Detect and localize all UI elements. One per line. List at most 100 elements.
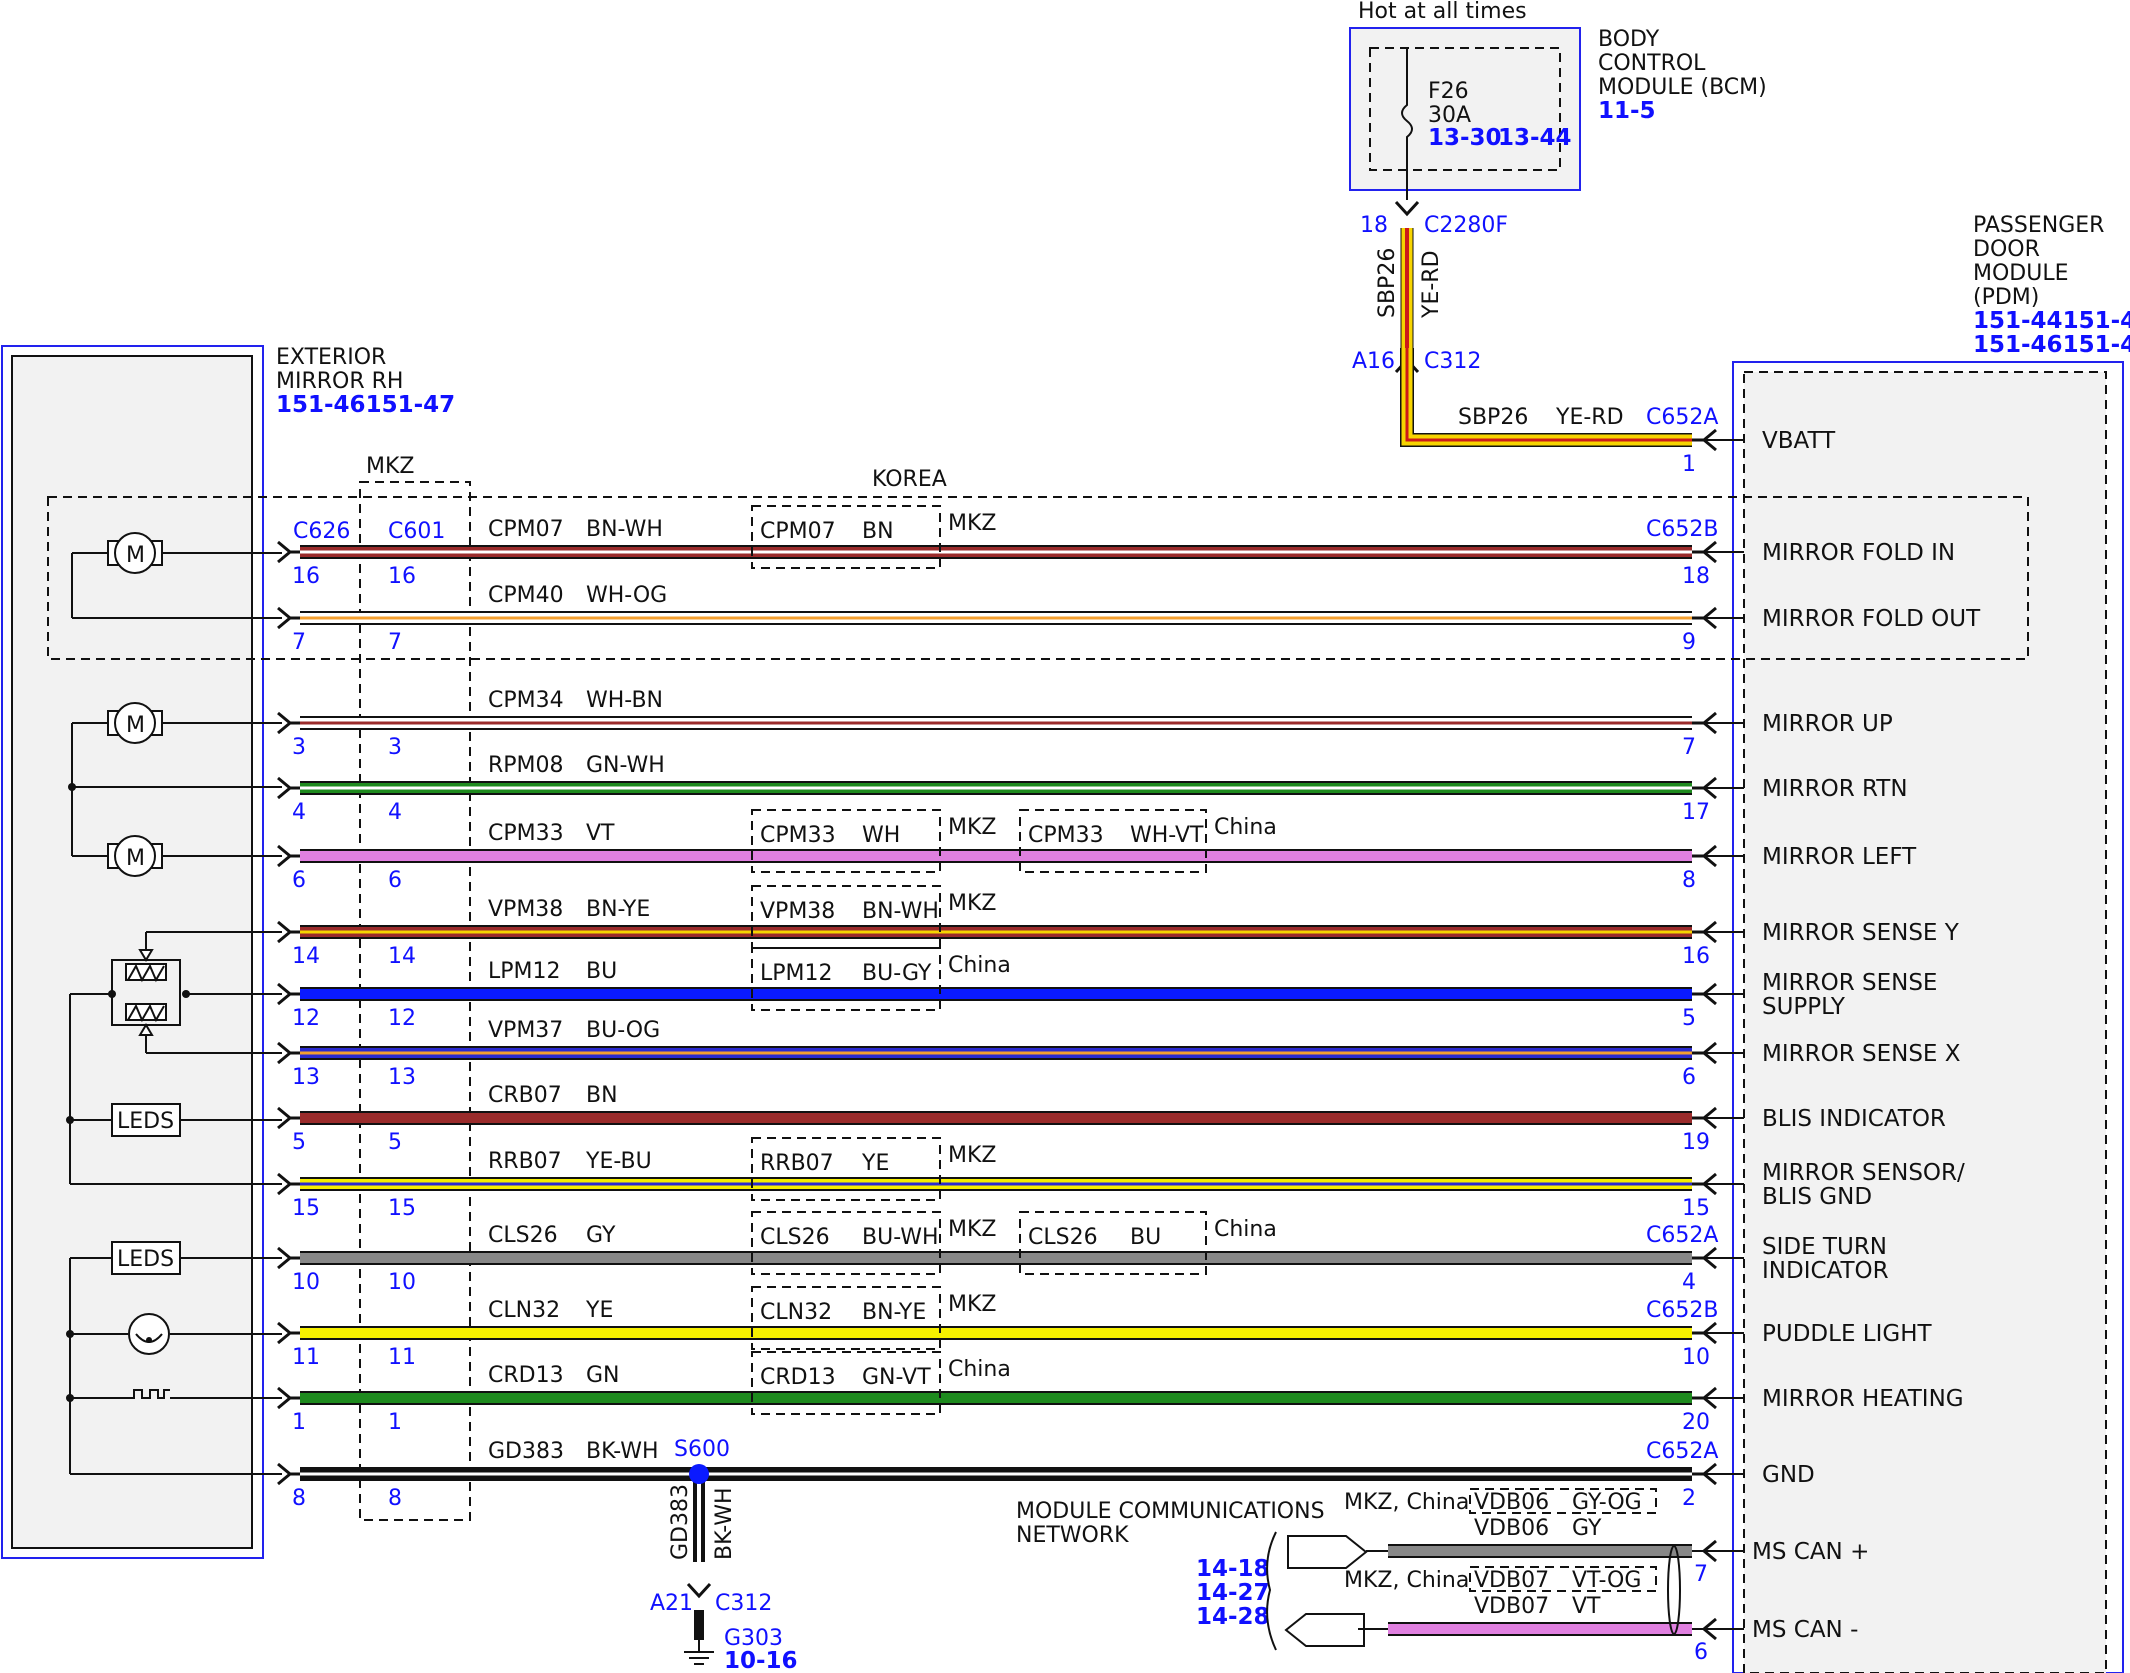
bcm-feed-color: YE-RD	[1419, 250, 1444, 319]
c2280f-connector	[1394, 200, 1420, 217]
wire-crb07-pin-left: 5	[292, 1130, 306, 1155]
wire-cpm34-color: WH-BN	[586, 688, 663, 713]
korea-zone	[47, 496, 2029, 660]
fuse-ref-2[interactable]: 13-44	[1498, 125, 1572, 151]
mirror-title-2: MIRROR RH	[276, 369, 403, 394]
wire-sbp26-color: YE-RD	[1555, 405, 1624, 430]
can-ref-3[interactable]: 14-28	[1196, 1604, 1270, 1630]
turn-leds: LEDS	[111, 1241, 181, 1275]
wire-cln32-pin-right: 10	[1682, 1345, 1710, 1370]
blis-leds-label: LEDS	[117, 1109, 174, 1134]
variant-box-vpm38-mkz	[751, 885, 941, 949]
wire-sbp26-pin-right: 1	[1682, 452, 1696, 477]
can-alt-color-vdb07: VT-OG	[1572, 1568, 1641, 1593]
bcm-ref[interactable]: 11-5	[1598, 98, 1656, 124]
wire-cls26-body[interactable]	[300, 1253, 1692, 1263]
can-signal-ms-can: MS CAN -	[1752, 1617, 1858, 1643]
wire-cpm40-color: WH-OG	[586, 583, 667, 608]
turn-leds-label: LEDS	[117, 1247, 174, 1272]
wire-vpm38-stripe	[300, 930, 1692, 934]
mirror-ref[interactable]: 151-46151-47	[276, 392, 455, 418]
left-motor: M	[107, 835, 163, 877]
wire-cpm33-body[interactable]	[300, 851, 1692, 861]
bcm-box	[1349, 27, 1581, 191]
wire-crd13-pin-right: 20	[1682, 1410, 1710, 1435]
variant-box-cpm07-mkz	[751, 505, 941, 569]
wire-cpm07-connector-right: C652B	[1646, 517, 1718, 542]
wire-vpm38-pin-mid: 14	[388, 944, 416, 969]
variant-cpm07-mkz-circuit: CPM07	[760, 519, 836, 544]
can-ref-1[interactable]: 14-18	[1196, 1556, 1270, 1582]
wire-crd13-pin-left: 1	[292, 1410, 306, 1435]
pdm-outline	[1732, 361, 2124, 1673]
korea-header: KOREA	[872, 467, 947, 492]
can-wire-vdb07[interactable]	[1388, 1624, 1692, 1634]
signal-mirror-sense-line-1: MIRROR SENSE	[1762, 970, 1937, 996]
signal-mirror-sensor-line-1: MIRROR SENSOR/	[1762, 1160, 1965, 1186]
fuse-ref-1[interactable]: 13-30	[1428, 125, 1502, 151]
can-wire-vdb06[interactable]	[1388, 1546, 1692, 1556]
wire-cpm34-pin-right: 7	[1682, 735, 1696, 760]
wire-gd383-stripe	[300, 1472, 1692, 1476]
variant-cls26-mkz-circuit: CLS26	[760, 1225, 830, 1250]
sbp26-vertical-stripe	[1405, 228, 1409, 348]
blis-leds: LEDS	[111, 1103, 181, 1137]
up-motor: M	[107, 702, 163, 744]
signal-mirror-sense-x: MIRROR SENSE X	[1762, 1041, 1961, 1067]
wire-vpm38-pin-left: 14	[292, 944, 320, 969]
wire-cln32-body[interactable]	[300, 1328, 1692, 1338]
variant-vpm38-mkz-circuit: VPM38	[760, 899, 835, 924]
wire-lpm12-body[interactable]	[300, 989, 1692, 999]
wire-cpm40-pin-mid: 7	[388, 630, 402, 655]
variant-cpm33-mkz-color: WH	[862, 823, 900, 848]
wire-crd13-body[interactable]	[300, 1393, 1692, 1403]
bcm-feed-connector-top: C2280F	[1424, 213, 1508, 238]
wire-lpm12-pin-mid: 12	[388, 1006, 416, 1031]
can-alt-circuit-vdb06: VDB06	[1474, 1490, 1549, 1515]
wire-cpm34-circuit: CPM34	[488, 688, 564, 713]
wire-cpm07-pin-mid: 16	[388, 564, 416, 589]
wire-cpm40-pin-right: 9	[1682, 630, 1696, 655]
can-minus-connector[interactable]	[1284, 1613, 1365, 1647]
ground-ref[interactable]: 10-16	[724, 1648, 798, 1673]
wire-cls26-color: GY	[586, 1223, 616, 1248]
wire-crd13-circuit: CRD13	[488, 1363, 564, 1388]
wire-gd383-connector-right: C652A	[1646, 1439, 1718, 1464]
variant-box-rrb07-mkz	[751, 1137, 941, 1201]
wire-crb07-body[interactable]	[300, 1113, 1692, 1123]
pdm-ref-1[interactable]: 151-44151-45	[1973, 308, 2130, 334]
s600-splice[interactable]	[689, 1464, 709, 1484]
can-alt-circuit-vdb07: VDB07	[1474, 1568, 1549, 1593]
wire-vpm38-circuit: VPM38	[488, 897, 563, 922]
fuse-box	[1369, 47, 1561, 171]
wire-cpm33-pin-mid: 6	[388, 868, 402, 893]
variant-crd13-china-market: China	[948, 1357, 1011, 1382]
can-circuit-vdb07: VDB07	[1474, 1594, 1549, 1619]
can-plus-connector[interactable]	[1287, 1535, 1368, 1569]
c626-label: C626	[293, 519, 350, 544]
can-alt-market-vdb06: MKZ, China	[1344, 1490, 1469, 1515]
can-ref-2[interactable]: 14-27	[1196, 1580, 1270, 1606]
ground-splice: S600	[674, 1437, 730, 1462]
mirror-outline	[1, 345, 264, 1559]
pdm-ref-2[interactable]: 151-46151-47	[1973, 332, 2130, 358]
